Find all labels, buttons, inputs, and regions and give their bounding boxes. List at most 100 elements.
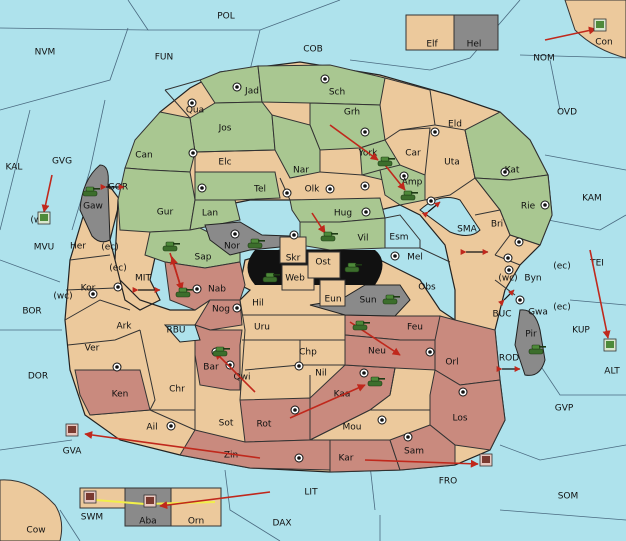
order-nab-sap bbox=[170, 256, 181, 286]
supply-center-dot bbox=[506, 256, 510, 260]
label-pol: POL bbox=[217, 12, 235, 22]
label-kal: KAL bbox=[6, 163, 23, 173]
label-elf: Elf bbox=[426, 40, 438, 50]
label-nog: Nog bbox=[212, 305, 230, 315]
fleet-fro[interactable] bbox=[479, 453, 493, 467]
label-sma: SMA bbox=[457, 225, 477, 235]
label-sun: Sun bbox=[359, 296, 376, 306]
label-gwa: Gwa bbox=[528, 308, 548, 318]
order-tei-alt bbox=[589, 249, 611, 339]
label-ec1: (ec) bbox=[101, 243, 119, 253]
supply-center-dot bbox=[363, 130, 367, 134]
label-kor: Kor bbox=[81, 284, 96, 294]
label-fun: FUN bbox=[155, 53, 174, 63]
passage-sma-arrow bbox=[421, 201, 441, 218]
label-cow: Cow bbox=[26, 526, 45, 536]
territory-gur[interactable] bbox=[117, 167, 196, 233]
order-rot-kaa bbox=[289, 384, 366, 419]
label-car: Car bbox=[405, 149, 421, 159]
label-esm: Esm bbox=[389, 233, 408, 243]
supply-center-dot bbox=[328, 187, 332, 191]
label-con: Con bbox=[595, 38, 613, 48]
label-rbu: RBU bbox=[166, 326, 185, 336]
supply-center-dot bbox=[406, 435, 410, 439]
label-wc-byn: (wc) bbox=[498, 274, 517, 284]
passage-buc-arrow bbox=[498, 289, 515, 306]
label-rie: Rie bbox=[521, 202, 536, 212]
fleet-con[interactable] bbox=[593, 18, 607, 32]
order-nom-con bbox=[544, 26, 597, 41]
supply-center-dot bbox=[190, 101, 194, 105]
label-ec-byn: (ec) bbox=[553, 262, 571, 272]
label-som: SOM bbox=[558, 492, 579, 502]
supply-center-dot bbox=[323, 77, 327, 81]
fleet-swm[interactable] bbox=[83, 490, 97, 504]
territory-vil[interactable] bbox=[299, 217, 386, 251]
label-pir: Pir bbox=[525, 330, 537, 340]
territory-eun[interactable] bbox=[319, 279, 346, 307]
supply-center-dot bbox=[380, 418, 384, 422]
label-eld: Eld bbox=[448, 120, 462, 130]
territory-neu[interactable] bbox=[344, 334, 436, 371]
label-rod: ROD bbox=[499, 354, 519, 364]
territory-hel[interactable] bbox=[453, 14, 499, 51]
territory-los[interactable] bbox=[429, 369, 506, 451]
fleet-gva[interactable] bbox=[65, 423, 79, 437]
supply-center-dot bbox=[91, 292, 95, 296]
label-tei: TEI bbox=[589, 259, 604, 269]
label-orn: Orn bbox=[188, 517, 204, 527]
territory-elf[interactable] bbox=[405, 14, 455, 51]
supply-center-dot bbox=[428, 350, 432, 354]
territory-ken[interactable] bbox=[74, 369, 151, 416]
label-grh: Grh bbox=[344, 108, 360, 118]
label-los: Los bbox=[452, 414, 467, 424]
label-dax: DAX bbox=[272, 519, 291, 529]
label-hil: Hil bbox=[252, 299, 264, 309]
order-hug-vil bbox=[311, 212, 326, 234]
label-nor: Nor bbox=[224, 242, 240, 252]
label-ovd: OVD bbox=[557, 108, 577, 118]
territory-rot[interactable] bbox=[239, 397, 311, 443]
fleet-aba[interactable] bbox=[143, 494, 157, 508]
territory-pir[interactable] bbox=[514, 309, 546, 376]
label-can: Can bbox=[135, 151, 153, 161]
territory-orn[interactable] bbox=[170, 487, 222, 527]
label-ec2: (ec) bbox=[109, 264, 127, 274]
supply-center-dot bbox=[235, 85, 239, 89]
territory-ost[interactable] bbox=[307, 251, 341, 279]
label-tel: Tel bbox=[253, 185, 266, 195]
supply-center-dot bbox=[233, 232, 237, 236]
label-lit: LIT bbox=[304, 488, 318, 498]
label-nar: Nar bbox=[293, 166, 309, 176]
territory-skr[interactable] bbox=[279, 236, 307, 264]
supply-center-dot bbox=[297, 456, 301, 460]
order-grh-york bbox=[329, 124, 379, 161]
supply-center-dot bbox=[518, 298, 522, 302]
label-lan: Lan bbox=[202, 209, 218, 219]
label-skr: Skr bbox=[286, 254, 301, 264]
territory-nog[interactable] bbox=[194, 299, 243, 331]
label-ost: Ost bbox=[315, 258, 331, 268]
label-byn: Byn bbox=[524, 274, 541, 284]
label-ver: Ver bbox=[85, 344, 100, 354]
label-ark: Ark bbox=[116, 322, 132, 332]
label-buc: BUC bbox=[492, 310, 511, 320]
supply-center-dot bbox=[507, 268, 511, 272]
central-territories bbox=[279, 236, 346, 307]
label-her: Her bbox=[70, 242, 86, 252]
fleet-mvu[interactable] bbox=[37, 211, 51, 225]
territory-cow[interactable] bbox=[0, 479, 63, 541]
label-jos: Jos bbox=[218, 124, 232, 134]
order-gvg-mvu bbox=[41, 174, 53, 213]
supply-center-dot bbox=[393, 254, 397, 258]
label-ken: Ken bbox=[112, 390, 129, 400]
label-orl: Orl bbox=[445, 358, 458, 368]
land-labels: Elf Hel Jad Sch Qua Jos Grh Eld Can Elc … bbox=[30, 40, 570, 527]
label-swm: SWM bbox=[81, 513, 103, 523]
label-rot: Rot bbox=[257, 420, 272, 430]
fleet-alt[interactable] bbox=[603, 338, 617, 352]
label-zin: Zin bbox=[224, 451, 238, 461]
territory-tel[interactable] bbox=[194, 171, 281, 201]
